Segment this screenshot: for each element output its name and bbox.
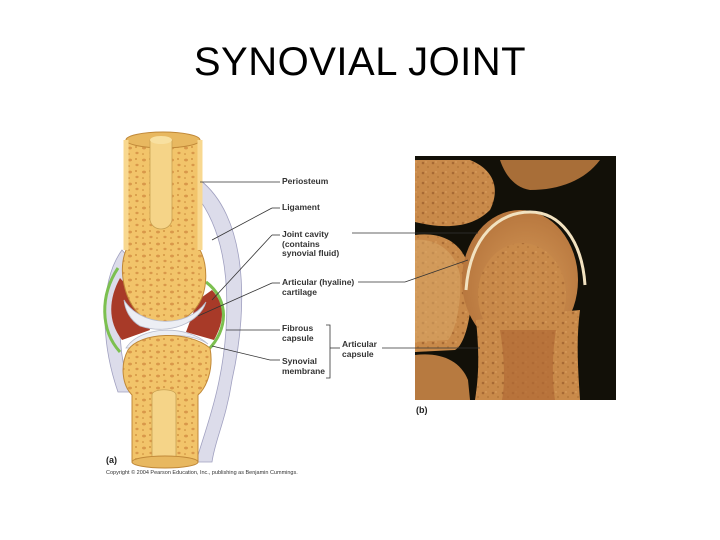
copyright-text: Copyright © 2004 Pearson Education, Inc.… [106, 470, 298, 476]
panel-tag-a: (a) [106, 455, 117, 465]
panel-tag-b: (b) [416, 405, 428, 415]
